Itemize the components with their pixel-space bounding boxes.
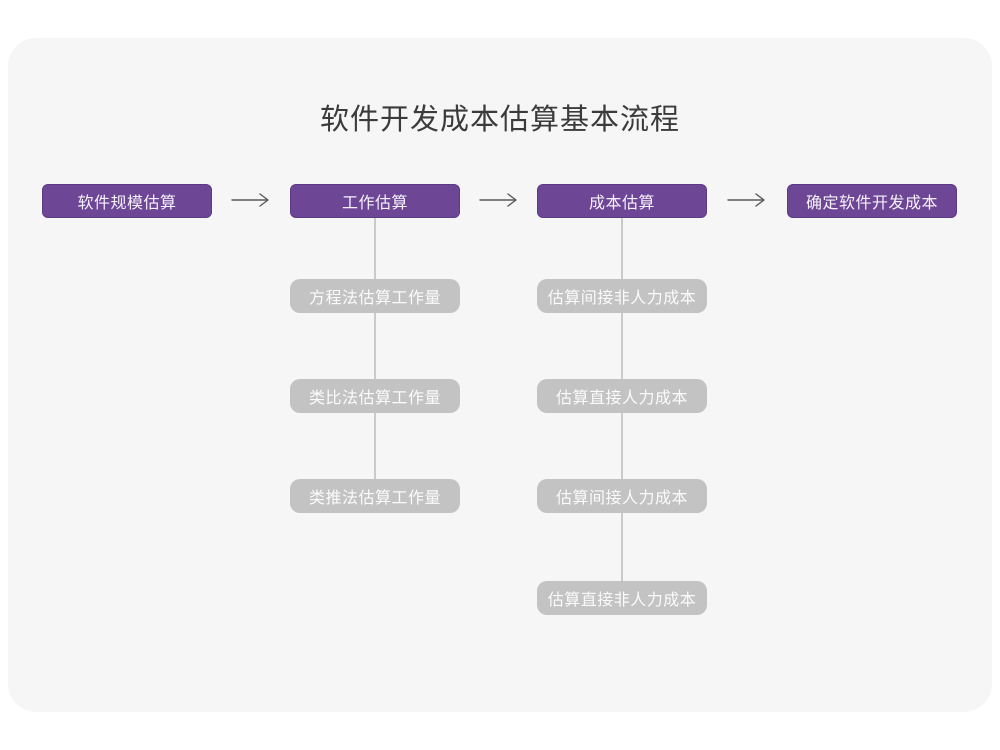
diagram-card [8,38,992,712]
node-indirect-non-labor-cost: 估算间接非人力成本 [537,279,707,313]
node-equation-method-workload: 方程法估算工作量 [290,279,460,313]
right-arrow-icon [727,192,767,208]
node-work-estimation: 工作估算 [290,184,460,218]
diagram-title: 软件开发成本估算基本流程 [319,104,680,136]
right-arrow-icon [479,192,519,208]
right-arrow-icon [231,192,271,208]
node-software-scale-estimation: 软件规模估算 [42,184,212,218]
node-direct-non-labor-cost: 估算直接非人力成本 [537,581,707,615]
node-determine-development-cost: 确定软件开发成本 [787,184,957,218]
node-cost-estimation: 成本估算 [537,184,707,218]
node-direct-labor-cost: 估算直接人力成本 [537,379,707,413]
node-extrapolation-method-workload: 类推法估算工作量 [290,479,460,513]
connector-work-estimation [374,218,376,479]
node-indirect-labor-cost: 估算间接人力成本 [537,479,707,513]
node-analogy-method-workload: 类比法估算工作量 [290,379,460,413]
